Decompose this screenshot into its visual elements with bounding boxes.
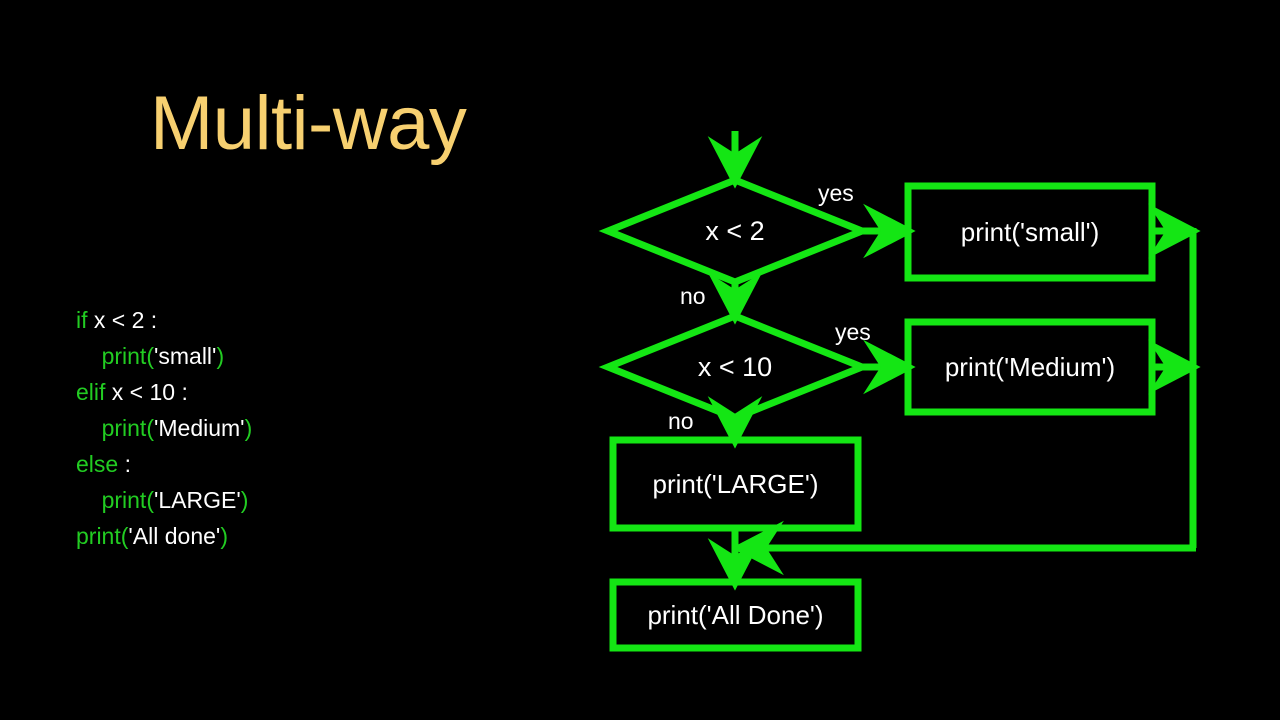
edge-label-no-1: no (680, 283, 706, 309)
code-token-punc: ) (216, 343, 225, 369)
code-token-kw: if (76, 307, 88, 333)
code-indent (76, 487, 102, 513)
process-label-medium: print('Medium') (944, 352, 1116, 382)
code-token-lit: 'Medium' (153, 415, 245, 441)
code-line: else : (76, 446, 252, 482)
code-token-fn: print (76, 523, 121, 549)
code-line: elif x < 10 : (76, 374, 252, 410)
edge-label-yes-1: yes (818, 180, 854, 206)
page-title: Multi-way (150, 81, 467, 166)
code-token-kw: elif (76, 379, 106, 405)
code-token-kw: else (76, 451, 119, 477)
process-label-large: print('LARGE') (652, 469, 819, 499)
code-token-plain: x < 2 : (87, 307, 158, 333)
code-line: if x < 2 : (76, 302, 252, 338)
code-token-punc: ( (146, 343, 154, 369)
code-token-lit: 'small' (153, 343, 217, 369)
code-block: if x < 2 : print('small')elif x < 10 : p… (76, 302, 252, 554)
process-label-small: print('small') (960, 217, 1100, 247)
code-line: print('LARGE') (76, 482, 252, 518)
code-token-fn: print (101, 487, 147, 513)
process-label-alldone: print('All Done') (647, 600, 824, 630)
code-line: print('All done') (76, 518, 252, 554)
code-indent (76, 343, 102, 369)
code-token-plain: x < 10 : (105, 379, 188, 405)
code-token-plain: : (118, 451, 131, 477)
code-token-punc: ( (120, 523, 129, 549)
code-token-fn: print (101, 415, 147, 441)
decision-label-2: x < 10 (697, 352, 773, 382)
code-token-punc: ) (244, 415, 253, 441)
edge-label-no-2: no (668, 408, 694, 434)
code-token-punc: ) (220, 523, 228, 549)
code-token-lit: 'All done' (128, 523, 221, 549)
code-indent (76, 415, 102, 441)
edge-label-yes-2: yes (835, 319, 871, 345)
code-line: print('Medium') (76, 410, 253, 446)
code-token-punc: ( (146, 487, 154, 513)
code-token-punc: ) (240, 487, 249, 513)
code-line: print('small') (76, 338, 252, 374)
code-token-punc: ( (146, 415, 154, 441)
code-token-fn: print (101, 343, 147, 369)
decision-label-1: x < 2 (705, 216, 765, 246)
code-token-lit: 'LARGE' (153, 487, 241, 513)
